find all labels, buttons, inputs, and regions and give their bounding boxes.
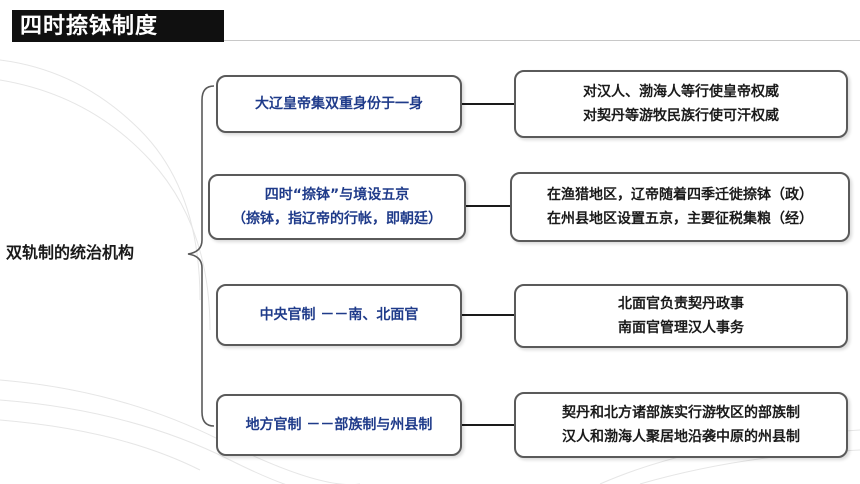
brace [187,85,215,427]
branch-3-left-line-1: 中央官制 －－南、北面官 [259,307,419,323]
branch-4-left-line-1: 地方官制 －－部族制与州县制 [245,417,433,433]
branch-2-left-line-2: （捺钵，指辽帝的行帐，即朝廷） [232,211,442,227]
branch-1-left-box: 大辽皇帝集双重身份于一身 [216,75,462,133]
branch-4-left-box: 地方官制 －－部族制与州县制 [216,394,462,456]
page-title: 四时捺钵制度 [20,14,159,39]
branch-1-right-box: 对汉人、渤海人等行使皇帝权威 对契丹等游牧民族行使可汗权威 [514,70,848,138]
branch-1-right-line-2: 对契丹等游牧民族行使可汗权威 [583,108,779,124]
branch-1-left-line-1: 大辽皇帝集双重身份于一身 [255,96,423,112]
branch-2-left-line-1: 四时“捺钵”与境设五京 [264,187,410,203]
root-node-label: 双轨制的统治机构 [6,243,135,262]
title-bar [12,10,224,42]
branch-3-left-box: 中央官制 －－南、北面官 [216,284,462,346]
branch-4-right-box: 契丹和北方诸部族实行游牧区的部族制 汉人和渤海人聚居地沿袭中原的州县制 [514,392,848,458]
header-divider [224,40,860,41]
branch-2-right-line-1: 在渔猎地区，辽帝随着四季迁徙捺钵（政） [547,187,813,203]
branch-1-right-line-1: 对汉人、渤海人等行使皇帝权威 [583,84,779,100]
branch-4-right-line-2: 汉人和渤海人聚居地沿袭中原的州县制 [562,429,800,445]
branch-4-right-line-1: 契丹和北方诸部族实行游牧区的部族制 [562,405,800,421]
branch-3-right-line-2: 南面官管理汉人事务 [618,320,744,336]
branch-2-left-box: 四时“捺钵”与境设五京 （捺钵，指辽帝的行帐，即朝廷） [208,174,466,240]
branch-2-right-line-2: 在州县地区设置五京，主要征税集粮（经） [547,211,813,227]
branch-2-right-box: 在渔猎地区，辽帝随着四季迁徙捺钵（政） 在州县地区设置五京，主要征税集粮（经） [510,172,850,242]
branch-3-right-box: 北面官负责契丹政事 南面官管理汉人事务 [514,284,848,348]
branch-3-right-line-1: 北面官负责契丹政事 [618,296,744,312]
